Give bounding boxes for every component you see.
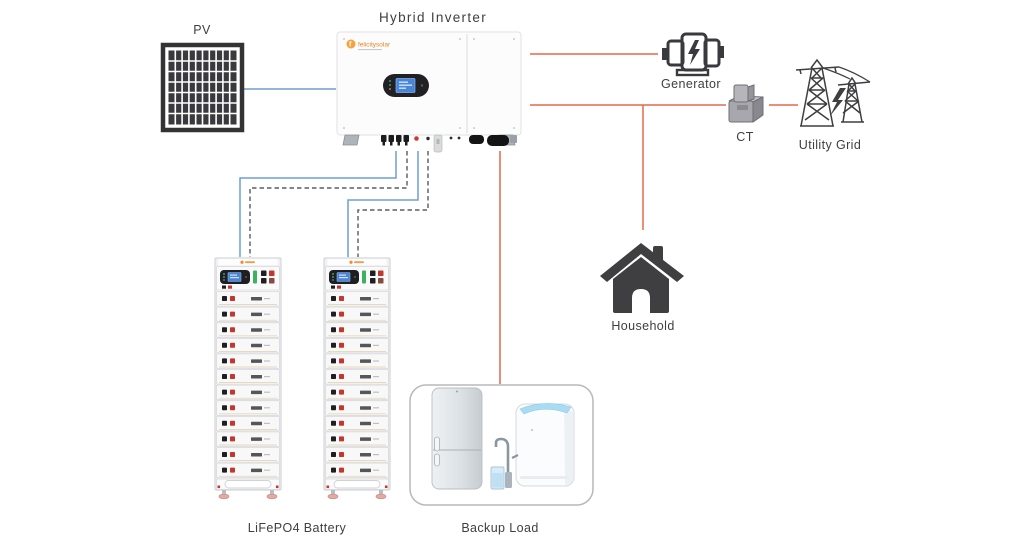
- generator-icon: [662, 32, 724, 77]
- household-icon: [600, 243, 684, 313]
- svg-text:f: f: [349, 42, 352, 49]
- hybrid-inverter-title: Hybrid Inverter: [378, 10, 488, 25]
- inverter-display: [383, 74, 429, 97]
- ct-icon: [728, 84, 764, 123]
- lifepo4-battery-label: LiFePO4 Battery: [247, 521, 347, 535]
- generator-label: Generator: [661, 77, 721, 91]
- faucet-icon: [490, 437, 519, 490]
- pv-panel-icon: [160, 42, 245, 133]
- hybrid-inverter-device: f felicitysolar: [336, 31, 522, 153]
- inverter-bottom-connectors: [342, 134, 517, 153]
- battery2-power-line: [347, 151, 419, 257]
- battery-rack-1: [215, 258, 281, 499]
- connection-lines: [239, 53, 798, 384]
- backup-load-label: Backup Load: [461, 521, 539, 535]
- battery2-comm-line: [357, 151, 429, 257]
- utility-grid-icon: [795, 58, 871, 127]
- utility-grid-label: Utility Grid: [798, 138, 862, 152]
- ct-label: CT: [736, 130, 754, 144]
- backup-load-box: [409, 384, 594, 506]
- water-purifier-icon: [515, 403, 575, 487]
- pv-label: PV: [193, 23, 211, 37]
- battery1-power-line: [239, 151, 397, 257]
- fridge-icon: [431, 387, 483, 490]
- battery-rack-2: [324, 258, 390, 499]
- household-label: Household: [611, 319, 675, 333]
- battery1-comm-line: [249, 151, 408, 257]
- inverter-brand-logo: f felicitysolar: [346, 39, 391, 51]
- inverter-brand-text: felicitysolar: [358, 42, 391, 49]
